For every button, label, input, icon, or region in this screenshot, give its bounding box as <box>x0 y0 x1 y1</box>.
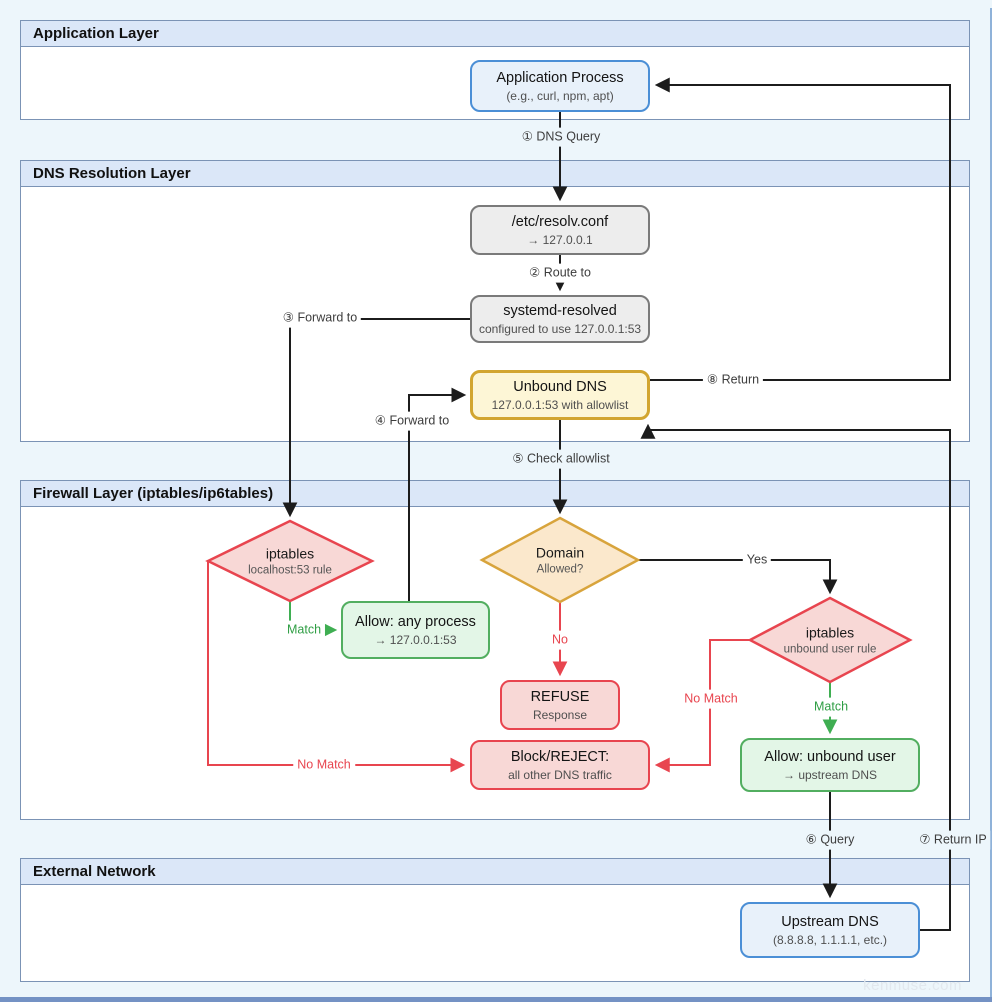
edge-forward-to-unbound <box>408 387 467 601</box>
node-upstream-dns-subtitle: (8.8.8.8, 1.1.1.1, etc.) <box>772 932 888 947</box>
layer-dns-resolution-title: DNS Resolution Layer <box>33 165 191 182</box>
edge-label-forward-to-4: ④ Forward to <box>370 411 454 431</box>
node-block-reject-title: Block/REJECT: <box>510 748 610 765</box>
node-refuse: REFUSE Response <box>500 680 620 730</box>
edge-return <box>650 77 951 381</box>
node-upstream-dns: Upstream DNS (8.8.8.8, 1.1.1.1, etc.) <box>740 902 920 958</box>
edge-return-ip <box>640 423 951 931</box>
layer-application-header: Application Layer <box>21 21 969 47</box>
edge-label-query: ⑥ Query <box>801 830 859 850</box>
node-unbound-dns-title: Unbound DNS <box>513 378 607 395</box>
node-resolv-conf-title: /etc/resolv.conf <box>511 213 609 230</box>
node-systemd-resolved: systemd-resolved configured to use 127.0… <box>470 295 650 343</box>
edge-label-dns-query: ① DNS Query <box>517 127 605 147</box>
node-block-reject-subtitle: all other DNS traffic <box>508 767 612 782</box>
layer-firewall-header: Firewall Layer (iptables/ip6tables) <box>21 481 969 507</box>
node-allow-any-process: Allow: any process → 127.0.0.1:53 <box>341 601 490 659</box>
node-upstream-dns-title: Upstream DNS <box>781 913 879 930</box>
edge-label-match-right: Match <box>809 697 853 717</box>
frame-right-border <box>990 8 992 997</box>
layer-external-network-header: External Network <box>21 859 969 885</box>
layer-external-network-title: External Network <box>33 863 156 880</box>
layer-application-title: Application Layer <box>33 25 159 42</box>
edge-label-no-match-right: No Match <box>680 689 742 709</box>
edge-label-no-match-left: No Match <box>293 755 355 775</box>
node-allow-any-process-subtitle: → 127.0.0.1:53 <box>374 632 457 647</box>
node-application-process-subtitle: (e.g., curl, npm, apt) <box>506 88 614 103</box>
node-resolv-conf: /etc/resolv.conf → 127.0.0.1 <box>470 205 650 255</box>
node-allow-unbound-user: Allow: unbound user → upstream DNS <box>740 738 920 792</box>
node-allow-unbound-user-subtitle: → upstream DNS <box>782 767 878 782</box>
edge-label-forward-to-3: ③ Forward to <box>278 308 362 328</box>
edge-label-check-allowlist: ⑤ Check allowlist <box>508 449 614 469</box>
node-unbound-dns-subtitle: 127.0.0.1:53 with allowlist <box>491 397 629 412</box>
layer-dns-resolution-header: DNS Resolution Layer <box>21 161 969 187</box>
edge-label-yes: Yes <box>742 550 772 570</box>
node-allow-unbound-user-title: Allow: unbound user <box>764 748 896 765</box>
node-systemd-resolved-subtitle: configured to use 127.0.0.1:53 <box>478 321 642 336</box>
iptables-unbound-diamond <box>747 596 913 684</box>
node-application-process-title: Application Process <box>496 69 624 86</box>
node-application-process: Application Process (e.g., curl, npm, ap… <box>470 60 650 112</box>
node-block-reject: Block/REJECT: all other DNS traffic <box>470 740 650 790</box>
edge-label-return-ip: ⑦ Return IP <box>915 830 991 850</box>
edge-yes <box>638 559 838 595</box>
node-resolv-conf-subtitle: → 127.0.0.1 <box>527 232 593 247</box>
node-systemd-resolved-title: systemd-resolved <box>503 302 617 319</box>
layer-firewall-title: Firewall Layer (iptables/ip6tables) <box>33 485 274 502</box>
edge-label-return: ⑧ Return <box>702 370 764 390</box>
node-unbound-dns: Unbound DNS 127.0.0.1:53 with allowlist <box>470 370 650 420</box>
iptables-localhost-diamond <box>205 519 375 603</box>
domain-allowed-diamond <box>479 516 641 604</box>
watermark: kenmuse.com <box>863 977 962 994</box>
edge-label-route-to: ② Route to <box>525 263 595 283</box>
node-allow-any-process-title: Allow: any process <box>355 613 476 630</box>
node-refuse-title: REFUSE <box>530 688 590 705</box>
edge-no-match-left <box>207 561 466 773</box>
frame-bottom-border <box>0 997 992 1002</box>
node-refuse-subtitle: Response <box>532 707 588 722</box>
edge-label-match-left: Match <box>282 620 326 640</box>
edge-label-no: No <box>548 630 572 650</box>
